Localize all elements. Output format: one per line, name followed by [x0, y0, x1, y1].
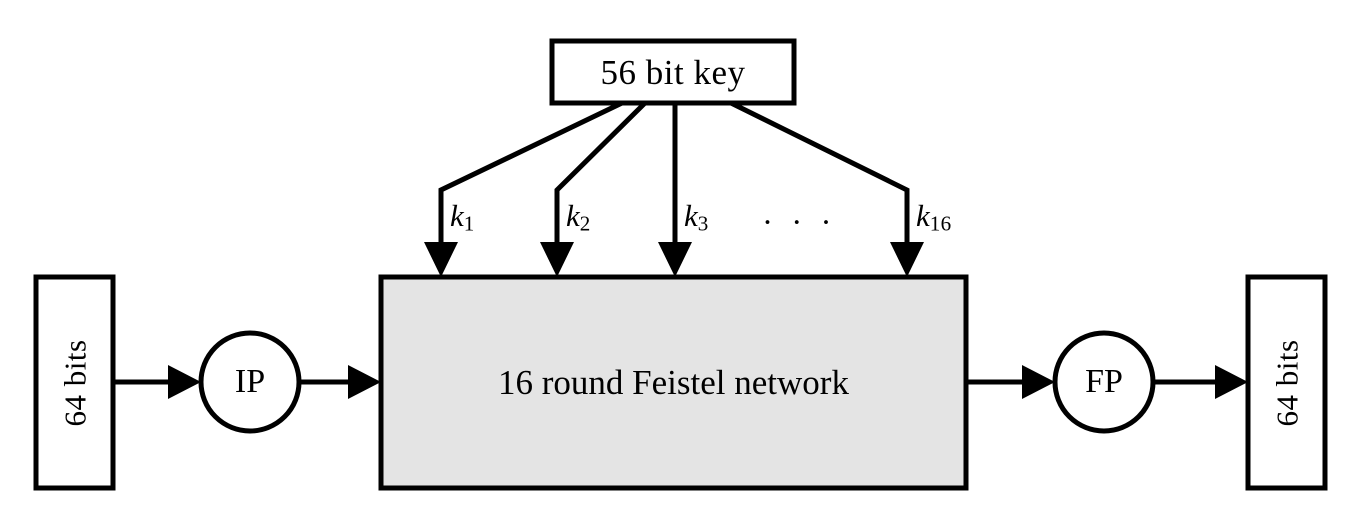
arrowhead-network-to-fp — [1022, 365, 1055, 399]
round-key-arrowhead-3 — [658, 242, 692, 277]
round-key-sub-2: 2 — [579, 211, 591, 236]
output-block-box — [1245, 274, 1328, 491]
input-block-label: 64 bits — [57, 339, 92, 427]
round-key-label-16: k16 — [916, 200, 951, 235]
round-key-sub-3: 3 — [697, 211, 709, 236]
ip-node-label: IP — [234, 363, 266, 400]
key-box-label: 56 bit key — [600, 52, 746, 92]
round-key-ellipsis: · · · — [762, 205, 837, 241]
round-key-label-1: k1 — [450, 200, 475, 235]
key-fanout-line-16 — [729, 100, 910, 252]
key-fanout-line-1 — [438, 100, 624, 252]
arrowhead-fp-to-output — [1215, 365, 1248, 399]
round-key-label-2: k2 — [566, 200, 591, 235]
round-key-arrowhead-2 — [540, 242, 574, 277]
round-key-arrowhead-16 — [890, 242, 924, 277]
round-key-base-1: k — [450, 198, 464, 233]
round-key-sub-1: 1 — [463, 211, 475, 236]
round-key-label-3: k3 — [684, 200, 709, 235]
round-key-arrowhead-1 — [424, 242, 458, 277]
fp-node-label: FP — [1085, 363, 1123, 400]
round-key-base-2: k — [566, 198, 580, 233]
feistel-network-label: 16 round Feistel network — [498, 363, 849, 402]
feistel-network-box — [378, 274, 969, 491]
output-block-label: 64 bits — [1269, 339, 1304, 427]
arrowhead-input-to-ip — [168, 365, 201, 399]
round-key-base-16: k — [916, 198, 930, 233]
key-fanout-line-2 — [554, 101, 647, 252]
arrowhead-ip-to-network — [348, 365, 381, 399]
round-key-sub-16: 16 — [929, 211, 952, 236]
round-key-base-3: k — [684, 198, 698, 233]
